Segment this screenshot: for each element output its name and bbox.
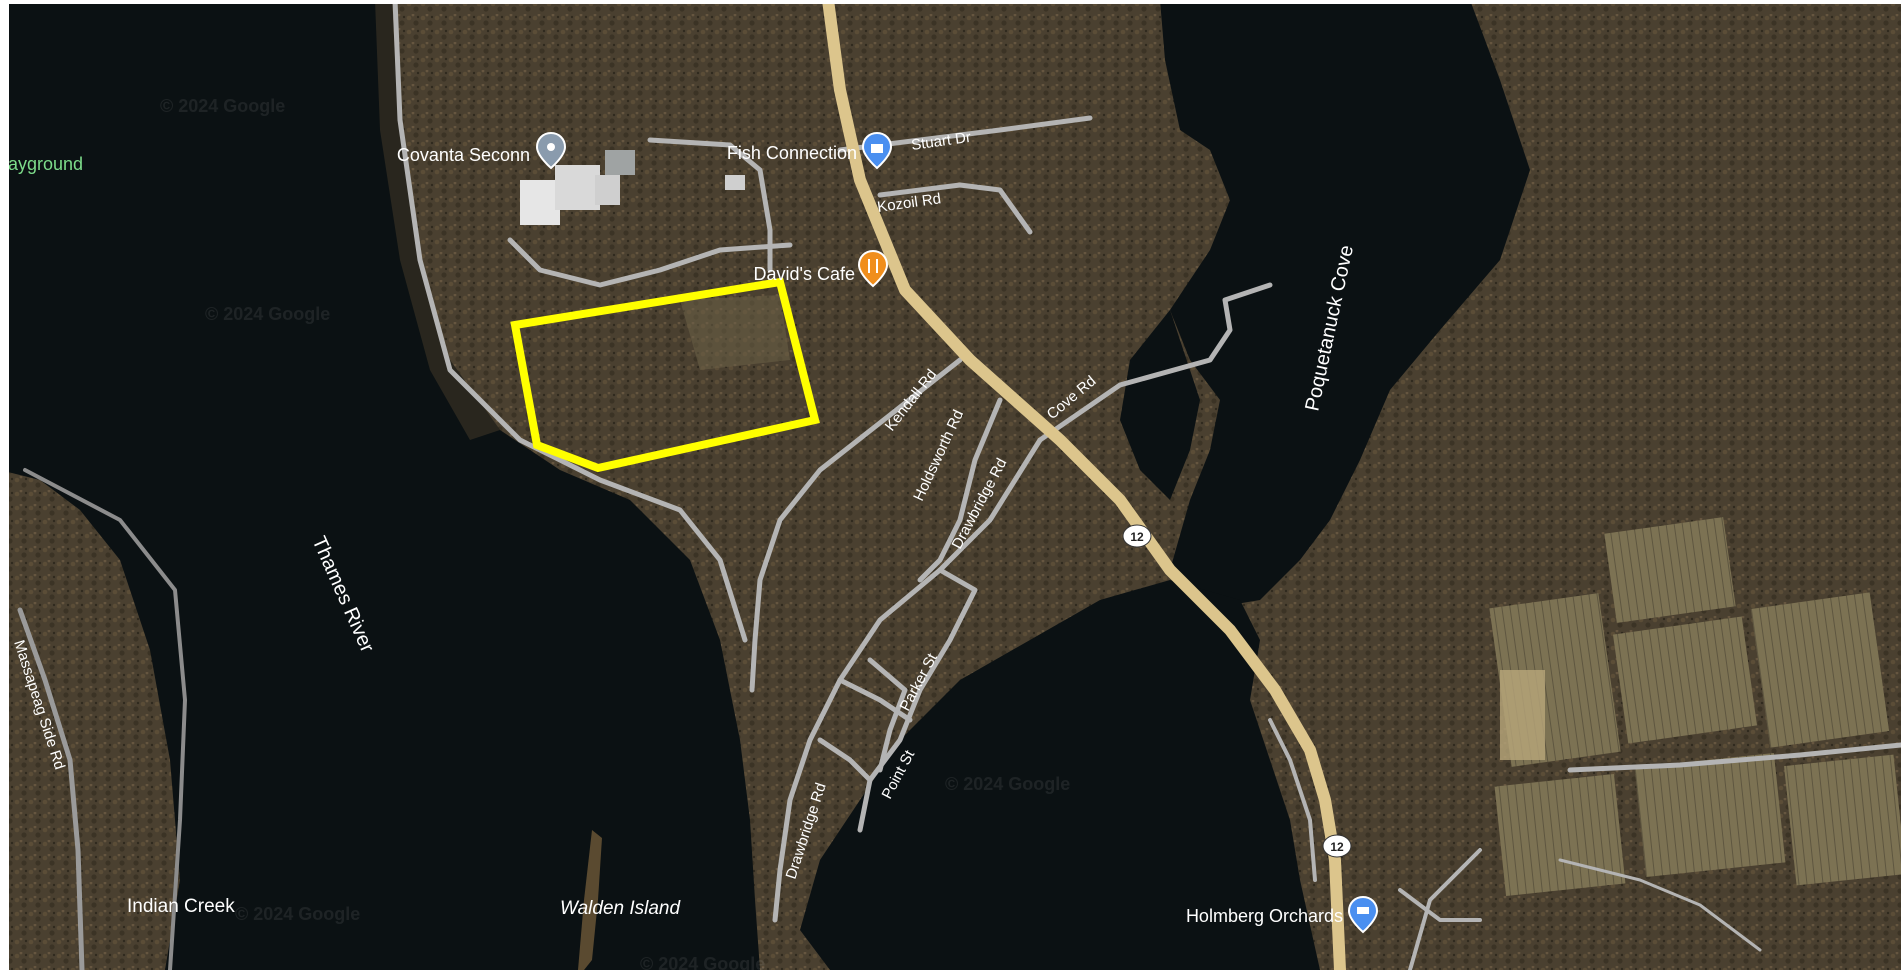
kozoil-rd-road [877,182,1033,235]
fish-connection-marker[interactable]: Fish Connection [727,131,893,170]
map-left-border [0,0,9,970]
watermark-text: © 2024 Google [160,96,285,116]
holmberg-orchards-marker[interactable]: Holmberg Orchards [1186,895,1379,934]
shore-track [392,0,748,643]
holmberg-orchards-label: Holmberg Orchards [1186,906,1343,926]
fish-connection-drive [647,137,773,273]
walden-island-land [578,830,602,970]
covanta-facility [520,150,745,225]
plant-access-road [507,237,793,288]
restaurant-fork-knife-icon [857,249,889,288]
orchard-lanes [1567,742,1901,773]
map-top-border [0,0,1901,4]
cove-south-water [800,580,1320,970]
orchard-lane-west [1408,848,1482,970]
shopping-cart-icon [1347,895,1379,934]
holdsworth-rd-road [917,397,1003,583]
highlighted-parcel-outline[interactable] [510,277,820,473]
route-12-shield: 12 [1122,524,1152,548]
orchard-lane-south [1558,858,1762,952]
side-street-a [837,677,913,723]
covanta-marker[interactable]: Covanta Seconn [397,131,567,170]
parker-st-road [867,567,978,783]
watermark-text: © 2024 Google [235,904,360,924]
cove-inlet [1120,310,1200,500]
side-street-b [817,737,873,833]
west-shore-road [23,468,187,970]
massapeag-side-rd-road [17,607,85,970]
covanta-label: Covanta Seconn [397,145,530,165]
orchard-loop [1398,888,1482,922]
watermark-text: © 2024 Google [640,954,765,970]
thames-east-bank [375,0,500,440]
indian-creek-label[interactable]: Indian Creek [127,896,235,917]
local-roads [17,0,1901,970]
watermarks: © 2024 Google © 2024 Google © 2024 Googl… [160,96,1070,970]
watermark-text: © 2024 Google [205,304,330,324]
davids-cafe-marker[interactable]: David's Cafe [754,249,889,288]
kendall-rd-road [749,357,963,693]
stuart-dr-road [837,115,1093,153]
poquetanuck-cove-water [1160,0,1530,610]
route-shield-label: 12 [1130,530,1144,544]
cove-rd-road [1037,282,1273,443]
playground-label[interactable]: ayground [8,154,83,174]
orchard-fields [1489,517,1901,896]
fish-connection-label: Fish Connection [727,143,857,163]
watermark-text: © 2024 Google [945,774,1070,794]
east-road [1268,718,1317,882]
clearing-parcel [680,295,790,370]
route-shield-label: 12 [1330,840,1344,854]
walden-island-label[interactable]: Walden Island [560,898,681,919]
thames-river-water [0,0,760,970]
davids-cafe-label: David's Cafe [754,264,855,284]
route-12-shield-south: 12 [1322,834,1352,858]
